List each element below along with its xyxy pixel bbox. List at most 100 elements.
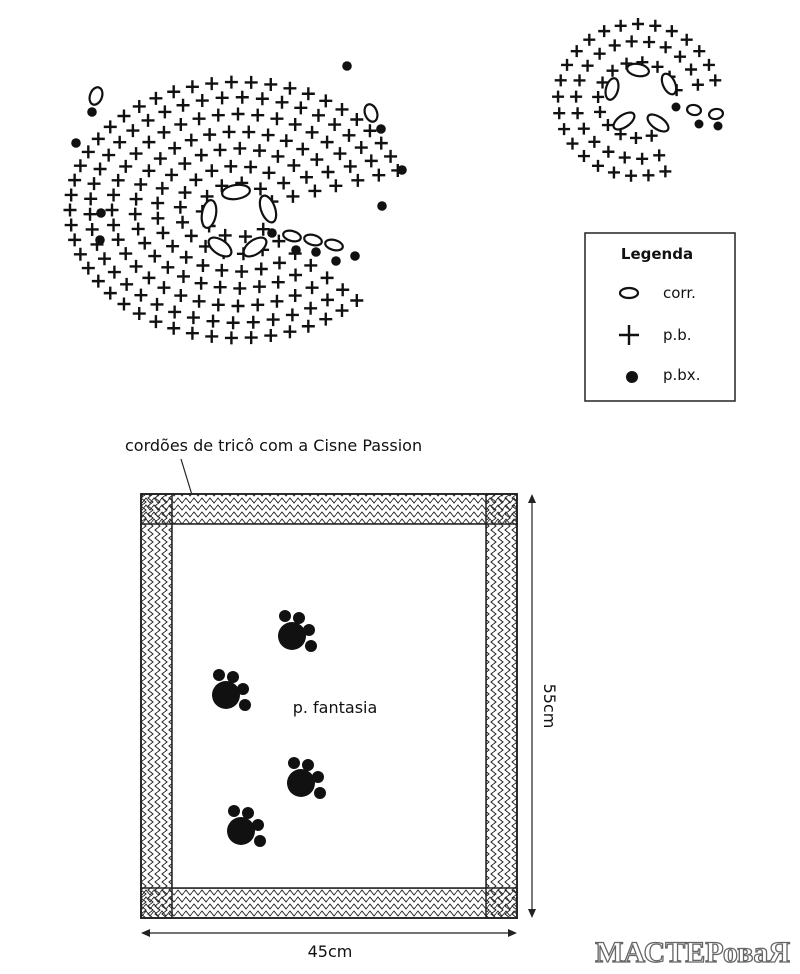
single-crochet-stitch	[149, 315, 163, 329]
single-crochet-stitch	[645, 129, 658, 142]
single-crochet-stitch	[107, 188, 121, 202]
chain-stitch	[207, 236, 233, 258]
single-crochet-stitch	[85, 222, 99, 236]
single-crochet-stitch	[592, 90, 605, 103]
single-crochet-stitch	[606, 64, 619, 77]
border-label: cordões de tricô com a Cisne Passion	[125, 436, 422, 455]
rug-diagram: p. fantasia	[140, 493, 518, 919]
single-crochet-stitch	[270, 112, 284, 126]
single-crochet-stitch	[224, 331, 238, 345]
single-crochet-stitch	[320, 271, 334, 285]
single-crochet-stitch	[577, 150, 590, 163]
single-crochet-stitch	[244, 75, 258, 89]
single-crochet-stitch	[176, 98, 190, 112]
single-crochet-stitch	[321, 165, 335, 179]
single-crochet-stitch	[601, 119, 614, 132]
legend-label-chain: corr.	[663, 284, 696, 302]
single-crochet-stitch	[105, 203, 119, 217]
single-crochet-stitch	[129, 147, 143, 161]
large-crochet-chart	[63, 61, 407, 345]
single-crochet-stitch	[117, 297, 131, 311]
border-left	[140, 493, 173, 919]
single-crochet-stitch	[231, 107, 245, 121]
paw-print	[227, 805, 266, 847]
chain-stitch	[685, 103, 703, 117]
single-crochet-stitch	[554, 74, 567, 87]
chain-stitch	[303, 233, 323, 247]
single-crochet-stitch	[372, 168, 386, 182]
single-crochet-stitch	[134, 288, 148, 302]
single-crochet-stitch	[174, 289, 188, 303]
single-crochet-stitch	[680, 33, 693, 46]
single-crochet-stitch	[149, 91, 163, 105]
single-crochet-stitch	[168, 305, 182, 319]
single-crochet-stitch	[129, 192, 143, 206]
single-crochet-stitch	[142, 135, 156, 149]
single-crochet-stitch	[151, 196, 165, 210]
single-crochet-stitch	[173, 200, 187, 214]
width-label: 45cm	[308, 942, 353, 961]
single-crochet-stitch	[235, 90, 249, 104]
single-crochet-stitch	[128, 207, 142, 221]
single-crochet-stitch	[304, 301, 318, 315]
single-crochet-stitch	[174, 117, 188, 131]
single-crochet-stitch	[261, 128, 275, 142]
single-crochet-stitch	[194, 148, 208, 162]
single-crochet-stitch	[107, 265, 121, 279]
chain-symbol-icon	[618, 286, 640, 300]
single-crochet-stitch	[103, 120, 117, 134]
single-crochet-stitch	[168, 141, 182, 155]
single-crochet-stitch	[283, 325, 297, 339]
single-crochet-stitch	[87, 177, 101, 191]
single-crochet-stitch	[328, 118, 342, 132]
single-crochet-stitch	[165, 168, 179, 182]
border-top	[140, 493, 518, 525]
single-crochet-stitch	[577, 122, 590, 135]
single-crochet-stitch	[184, 229, 198, 243]
single-crochet-stitch	[215, 91, 229, 105]
single-crochet-stitch	[238, 230, 252, 244]
single-crochet-stitch	[691, 78, 704, 91]
rug-outline	[140, 493, 518, 919]
single-crochet-stitch	[264, 77, 278, 91]
chain-stitch	[282, 229, 302, 243]
single-crochet-stitch	[153, 152, 167, 166]
single-crochet-stitch	[702, 58, 715, 71]
single-crochet-stitch	[91, 132, 105, 146]
slip-stitch	[376, 124, 386, 134]
single-crochet-stitch	[618, 151, 631, 164]
height-label: 55cm	[540, 684, 559, 729]
single-crochet-stitch	[251, 108, 265, 122]
single-crochet-stitch	[363, 124, 377, 138]
single-crochet-stitch	[384, 149, 398, 163]
single-crochet-stitch	[310, 153, 324, 167]
chain-stitch	[242, 236, 268, 258]
single-crochet-stitch	[224, 75, 238, 89]
single-crochet-stitch	[63, 203, 77, 217]
single-crochet-stitch	[132, 307, 146, 321]
single-crochet-stitch	[294, 101, 308, 115]
single-crochet-stitch	[81, 261, 95, 275]
single-crochet-stitch	[141, 113, 155, 127]
single-crochet-stitch	[649, 19, 662, 32]
single-crochet-stitch	[81, 145, 95, 159]
single-crochet-stitch	[573, 74, 586, 87]
single-crochet-stitch	[132, 99, 146, 113]
single-crochet-stitch	[625, 169, 638, 182]
single-crochet-stitch	[693, 45, 706, 58]
single-crochet-stitch	[602, 145, 615, 158]
single-crochet-stitch	[333, 147, 347, 161]
single-crochet-stitch	[319, 94, 333, 108]
paw-print	[278, 610, 317, 652]
single-crochet-stitch	[279, 134, 293, 148]
paw-print	[287, 757, 326, 799]
single-crochet-stitch	[142, 271, 156, 285]
single-crochet-stitch	[552, 90, 565, 103]
single-crochet-stitch	[102, 148, 116, 162]
single-crochet-stitch	[364, 154, 378, 168]
single-crochet-stitch	[354, 141, 368, 155]
single-crochet-stitch	[111, 233, 125, 247]
single-crochet-stitch	[253, 144, 267, 158]
single-crochet-stitch	[308, 184, 322, 198]
single-crochet-stitch	[253, 182, 267, 196]
